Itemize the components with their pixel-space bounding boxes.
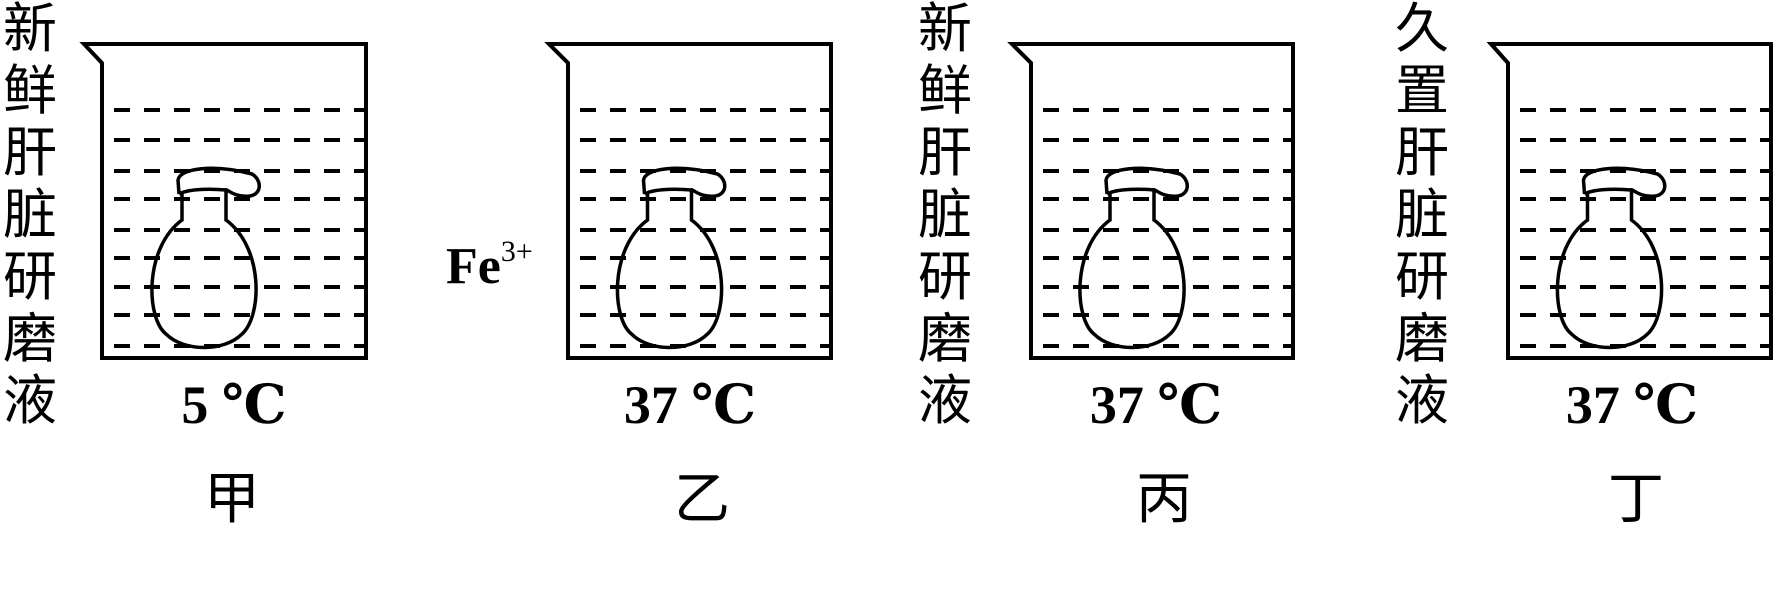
stopper-tube-icon xyxy=(1581,166,1667,198)
beaker-ding xyxy=(1486,42,1773,360)
stopper-tube-icon xyxy=(641,166,727,198)
label-char: 肝 xyxy=(3,121,57,184)
label-char: 鲜 xyxy=(918,59,972,122)
label-char: 磨 xyxy=(1395,307,1449,370)
group-name-jia: 甲 xyxy=(204,467,260,532)
label-char: 研 xyxy=(3,245,57,308)
catalyst-label-fe3: Fe3+ xyxy=(446,226,533,293)
label-char: 新 xyxy=(918,0,972,60)
flask-yi xyxy=(615,188,724,350)
beaker-bing xyxy=(1007,42,1295,360)
side-label-bing: 新 鲜 肝 脏 研 磨 液 xyxy=(915,0,975,432)
group-name-ding: 丁 xyxy=(1608,467,1664,532)
stopper-tube-icon xyxy=(176,166,261,198)
label-char: 脏 xyxy=(1395,183,1449,246)
flask-bing xyxy=(1078,188,1186,350)
temperature-yi: 37 ℃ xyxy=(623,375,757,435)
label-char: 肝 xyxy=(1395,121,1449,184)
label-char: 液 xyxy=(918,369,972,432)
catalyst-base: Fe xyxy=(446,238,501,295)
stopper-tube-icon xyxy=(1104,166,1189,198)
label-char: 液 xyxy=(3,369,57,432)
label-char: 新 xyxy=(3,0,57,60)
side-label-jia: 新 鲜 肝 脏 研 磨 液 xyxy=(0,0,60,432)
flask-ding xyxy=(1555,188,1664,350)
label-char: 肝 xyxy=(918,121,972,184)
label-char: 鲜 xyxy=(3,59,57,122)
beaker-yi xyxy=(544,42,833,360)
label-char: 磨 xyxy=(918,307,972,370)
label-char: 脏 xyxy=(3,183,57,246)
label-char: 脏 xyxy=(918,183,972,246)
group-name-yi: 乙 xyxy=(674,467,730,532)
label-char: 研 xyxy=(918,245,972,308)
temperature-ding: 37 ℃ xyxy=(1565,375,1699,435)
temperature-jia: 5 ℃ xyxy=(181,375,287,435)
label-char: 液 xyxy=(1395,369,1449,432)
beaker-jia xyxy=(79,42,368,360)
label-char: 久 xyxy=(1395,0,1449,60)
flask-jia xyxy=(150,188,258,350)
side-label-ding: 久 置 肝 脏 研 磨 液 xyxy=(1392,0,1452,432)
group-name-bing: 丙 xyxy=(1136,467,1192,532)
catalyst-charge: 3+ xyxy=(500,235,533,268)
label-char: 置 xyxy=(1395,59,1449,122)
temperature-bing: 37 ℃ xyxy=(1089,375,1223,435)
label-char: 研 xyxy=(1395,245,1449,308)
label-char: 磨 xyxy=(3,307,57,370)
